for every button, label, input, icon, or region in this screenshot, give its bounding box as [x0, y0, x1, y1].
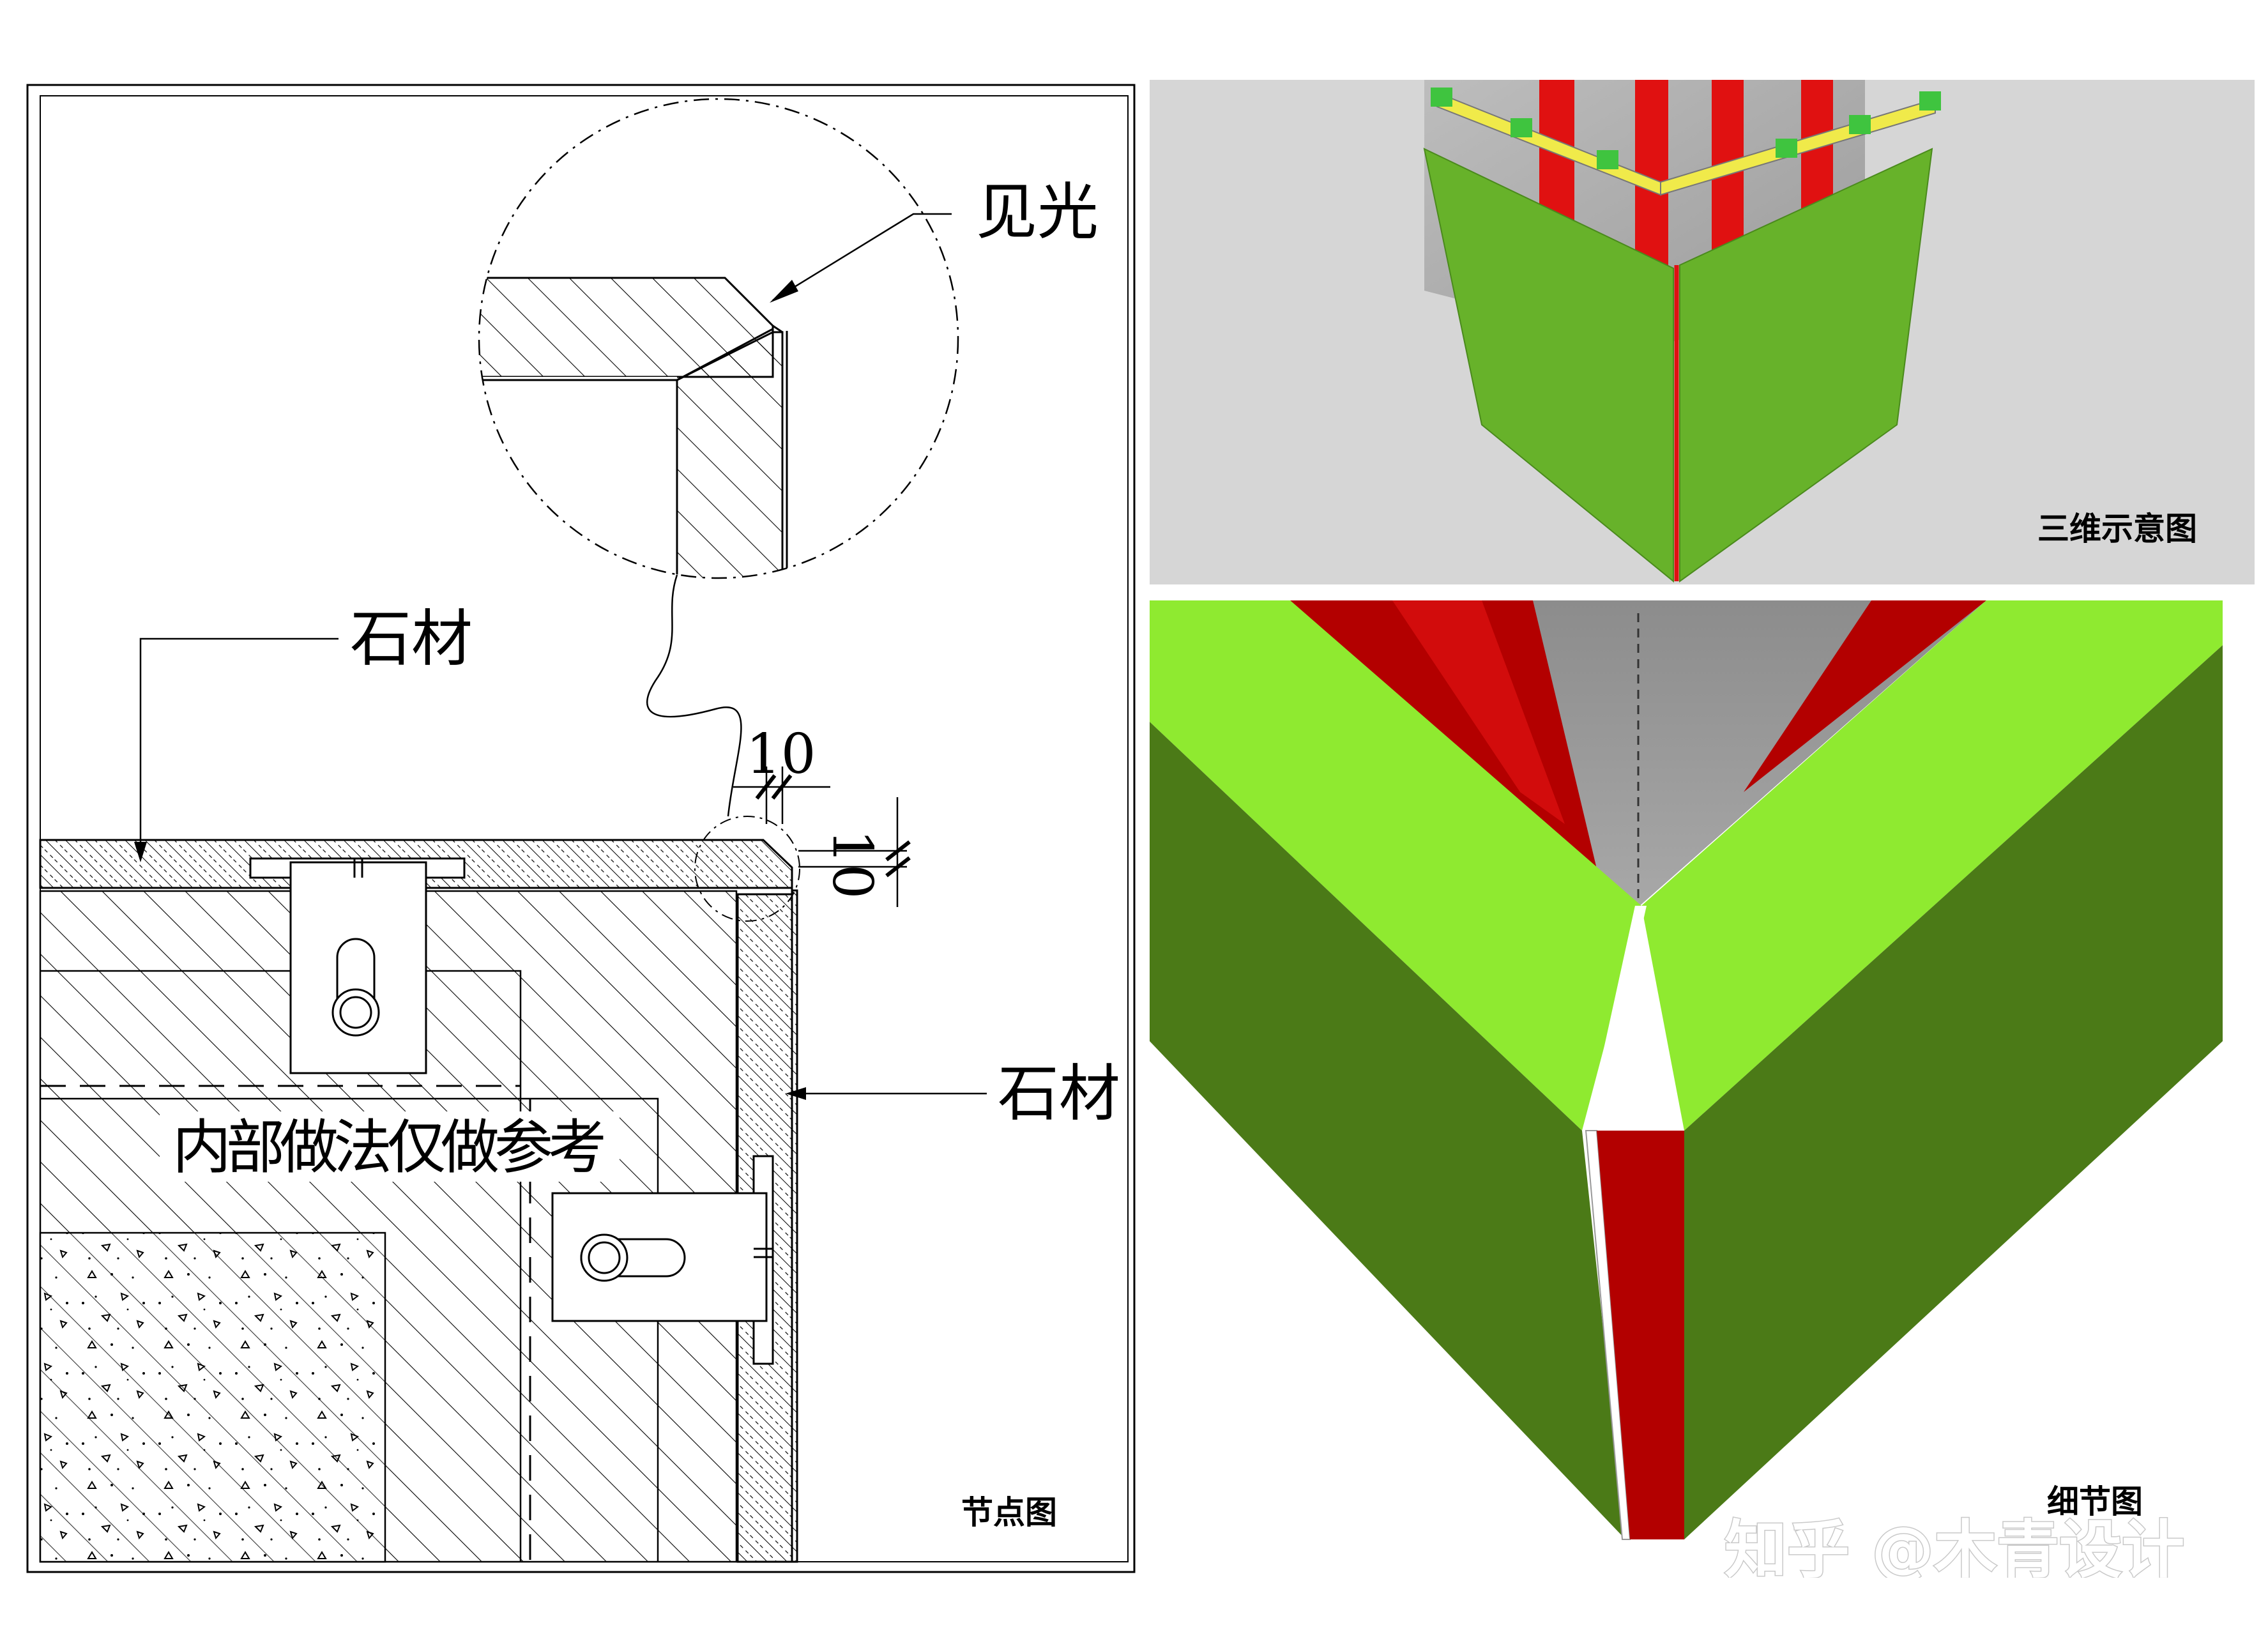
stone-top-face-right	[1641, 600, 2223, 1131]
bracket-top	[249, 857, 466, 1074]
caption-3d-view: 三维示意图	[2037, 510, 2197, 547]
label-stone-top: 石材	[350, 603, 473, 675]
detail-circle-small	[694, 816, 800, 922]
node-drawing: 内部做法仅做参考	[26, 84, 1136, 1573]
reveal-gap-white	[1586, 906, 1647, 1131]
watermark: 知乎 @木青设计	[1724, 1514, 2184, 1578]
leader-reveal	[772, 213, 952, 301]
label-reveal: 见光	[976, 176, 1099, 248]
detail-circle-large	[478, 98, 959, 579]
bracket-side	[551, 1155, 774, 1365]
stone-top-face-left	[1150, 600, 1641, 1131]
svg-text:10: 10	[820, 829, 884, 899]
stone-front-face-right	[1684, 645, 2223, 1539]
stone-panel-right	[1679, 148, 1933, 583]
stone-panel-left	[1423, 148, 1674, 583]
bracket-rails	[1431, 88, 1941, 196]
drawing-frame-outer	[26, 84, 1136, 1573]
label-stone-side: 石材	[998, 1058, 1120, 1129]
caption-detail-view: 细节图	[2047, 1483, 2143, 1520]
svg-text:10: 10	[746, 722, 816, 786]
leader-stone-top	[139, 637, 339, 856]
reveal-gap-red	[1597, 1131, 1684, 1539]
view-detail: 细节图 知乎 @木青设计	[1150, 600, 2223, 1578]
view-3d: 三维示意图	[1150, 80, 2255, 584]
detail-leader-curve	[646, 574, 742, 817]
caption-node-drawing: 节点图	[961, 1494, 1057, 1531]
note-text: 内部做法仅做参考	[172, 1113, 607, 1182]
dimension-horizontal: 10	[733, 722, 830, 824]
dimension-vertical: 10	[798, 797, 911, 907]
stone-front-face-left	[1150, 722, 1625, 1539]
